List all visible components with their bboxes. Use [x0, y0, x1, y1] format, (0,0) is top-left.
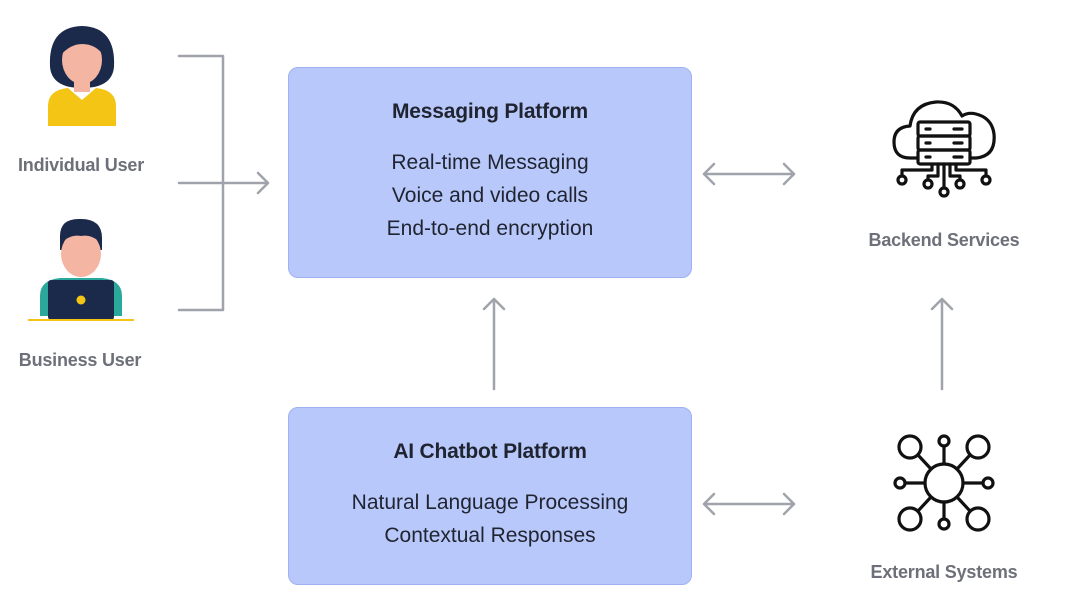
- chatbot-feature-list: Natural Language Processing Contextual R…: [289, 486, 691, 552]
- business-user-label: Business User: [18, 350, 142, 370]
- chatbot-feature-contextual: Contextual Responses: [384, 524, 596, 547]
- chatbot-external-arrow: [702, 492, 796, 516]
- messaging-feature-realtime: Real-time Messaging: [391, 151, 589, 174]
- individual-user-label: Individual User: [17, 155, 145, 175]
- man-laptop-icon: [28, 218, 134, 321]
- messaging-backend-arrow: [702, 162, 796, 186]
- users-to-messaging-arrow: [177, 171, 270, 195]
- messaging-platform-box: Messaging Platform Real-time Messaging V…: [288, 67, 692, 278]
- external-systems-label: External Systems: [870, 562, 1018, 582]
- external-to-backend-arrow: [930, 297, 954, 391]
- woman-user-icon: [48, 26, 116, 126]
- messaging-feature-list: Real-time Messaging Voice and video call…: [289, 146, 691, 245]
- messaging-platform-title: Messaging Platform: [392, 100, 588, 123]
- chatbot-feature-nlp: Natural Language Processing: [351, 491, 629, 514]
- network-hub-icon: [893, 434, 995, 532]
- ai-chatbot-platform-title: AI Chatbot Platform: [393, 440, 587, 463]
- cloud-server-icon: [892, 100, 996, 198]
- backend-services-label: Backend Services: [868, 230, 1020, 250]
- chatbot-to-messaging-arrow: [482, 297, 506, 391]
- ai-chatbot-platform-box: AI Chatbot Platform Natural Language Pro…: [288, 407, 692, 585]
- messaging-feature-calls: Voice and video calls: [391, 184, 589, 207]
- messaging-feature-encryption: End-to-end encryption: [386, 217, 594, 240]
